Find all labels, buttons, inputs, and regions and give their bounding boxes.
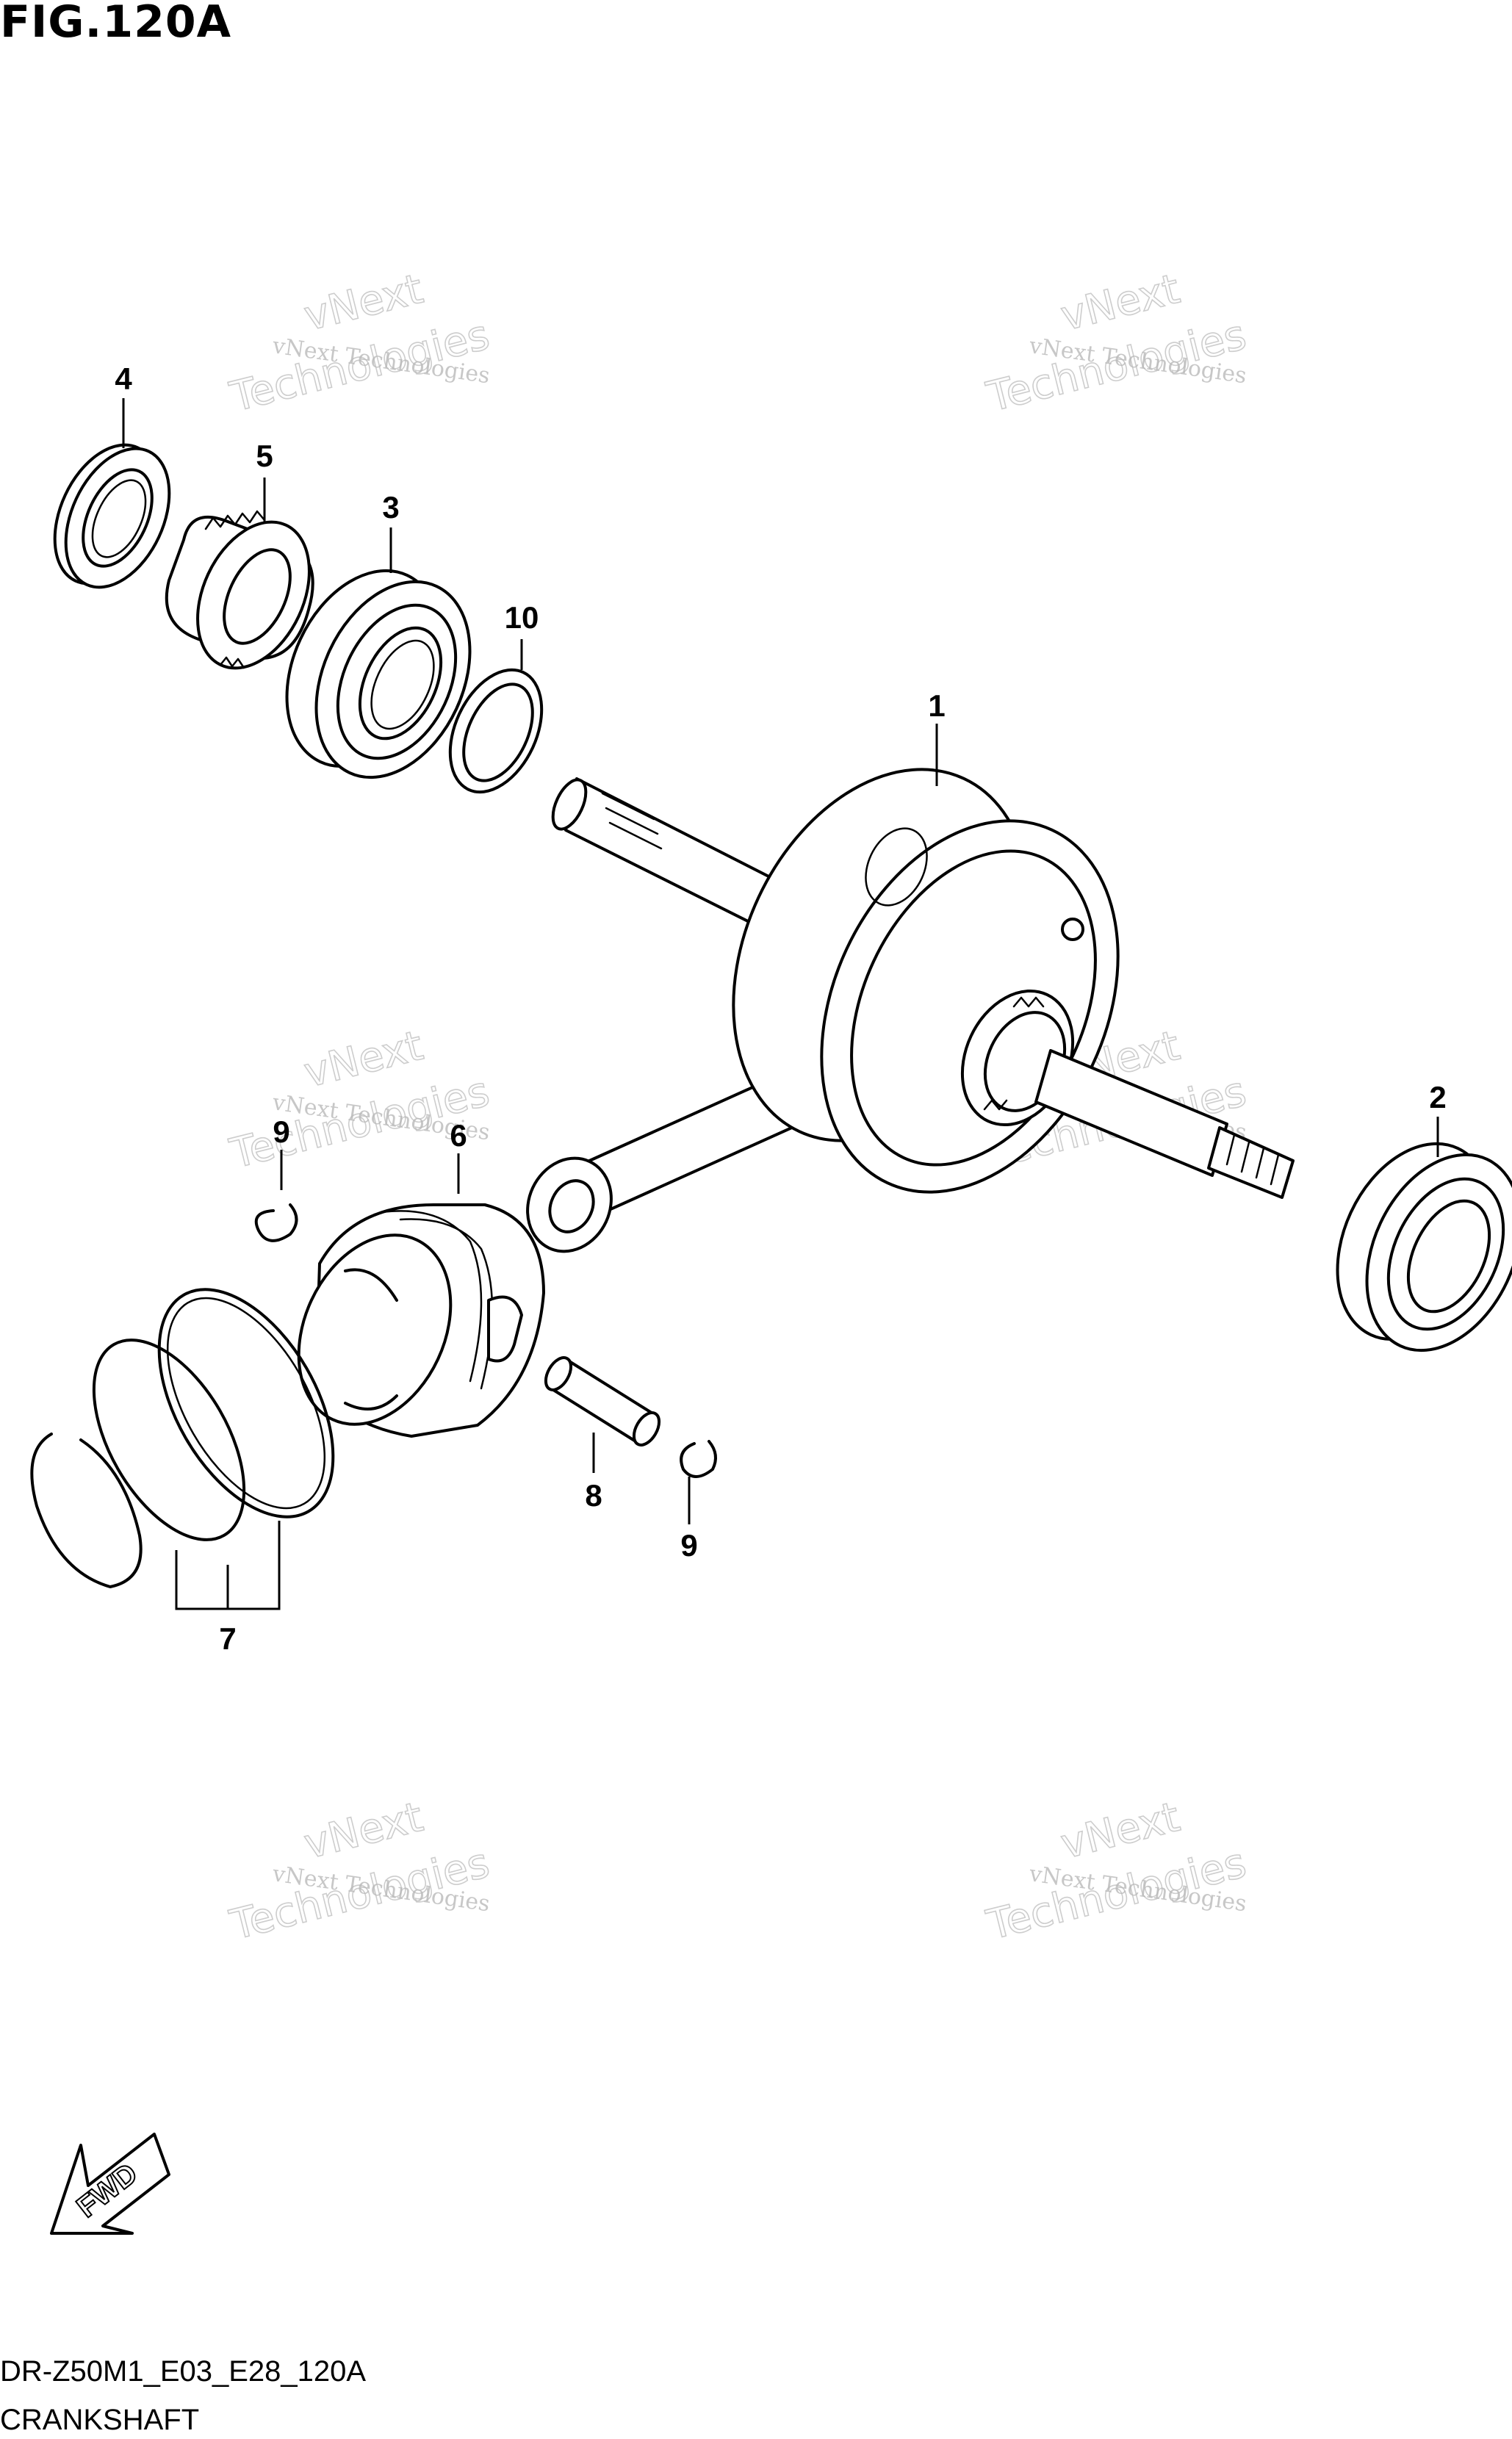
fwd-arrow: FWD <box>50 2133 170 2235</box>
callout-4: 4 <box>115 361 132 396</box>
callout-7: 7 <box>219 1621 236 1656</box>
watermark-top-right: vNext Technologies vNext Technologies <box>982 264 1251 422</box>
callout-5: 5 <box>256 439 273 473</box>
part-1-crankshaft <box>526 768 1295 1253</box>
part-9-circlip-right <box>680 1440 717 1478</box>
callout-10: 10 <box>505 600 539 635</box>
figure-code: DR-Z50M1_E03_E28_120A <box>0 2355 367 2388</box>
callout-9-right: 9 <box>680 1528 697 1563</box>
part-3-bearing <box>285 569 472 779</box>
part-8-piston-pin <box>544 1356 661 1447</box>
figure-title: FIG.120A <box>0 0 232 48</box>
callout-8: 8 <box>585 1478 602 1513</box>
figure-name: CRANKSHAFT <box>0 2404 200 2436</box>
watermark-mid-left: vNext Technologies vNext Technologies <box>225 1021 494 1178</box>
watermark-bottom-right: vNext Technologies vNext Technologies <box>982 1793 1251 1950</box>
part-7-piston-rings <box>30 1288 335 1610</box>
part-10-washer <box>448 668 544 794</box>
callout-9-left: 9 <box>273 1114 289 1149</box>
callout-1: 1 <box>928 688 945 723</box>
part-4-oil-seal <box>53 443 171 589</box>
callout-6: 6 <box>450 1118 467 1153</box>
part-9-circlip-left <box>254 1203 298 1242</box>
callout-2: 2 <box>1429 1080 1446 1114</box>
watermark-bottom-left: vNext Technologies vNext Technologies <box>225 1793 494 1950</box>
leader-lines <box>122 398 1439 1524</box>
part-2-bearing <box>1336 1142 1512 1352</box>
callout-3: 3 <box>382 490 399 525</box>
part-6-piston <box>297 1203 545 1438</box>
part-5-gear-ring <box>165 510 314 670</box>
watermark-top-left: vNext Technologies vNext Technologies <box>225 264 494 422</box>
